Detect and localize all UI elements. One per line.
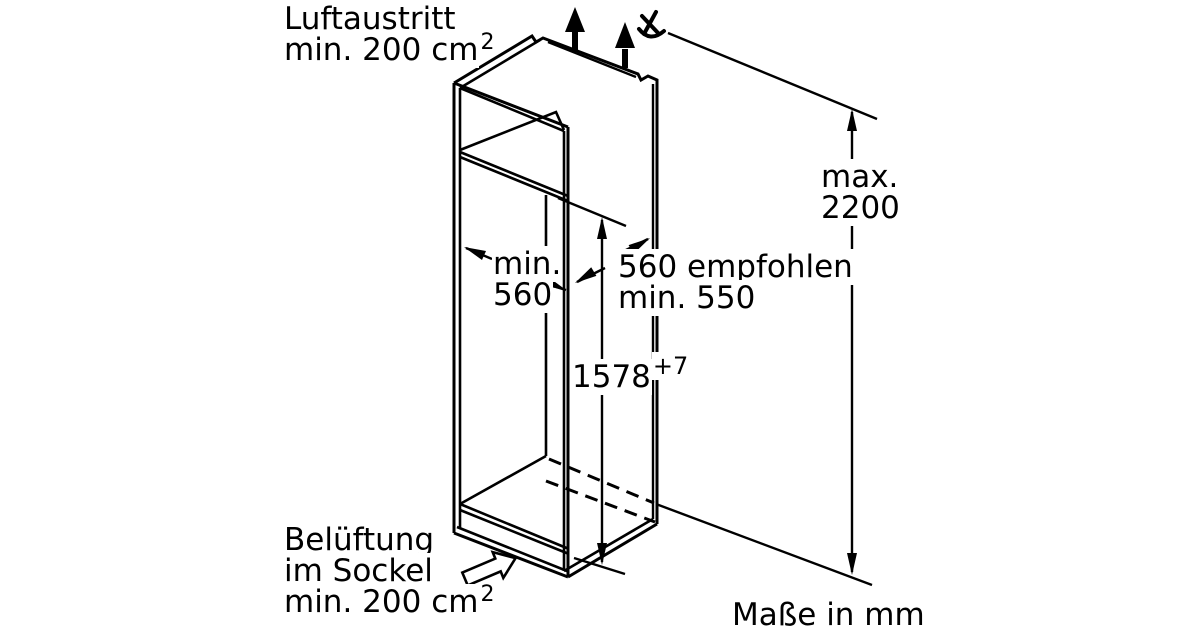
base-vent-line2: im Sockel bbox=[283, 553, 434, 589]
cabinet-interior bbox=[456, 38, 656, 573]
label-air-outlet: Luftaustritt min. 200 cm2 bbox=[283, 1, 496, 69]
niche-depth-line1: 560 empfohlen bbox=[617, 249, 854, 285]
air-outlet-line1: Luftaustritt bbox=[283, 1, 457, 37]
no-air-deflection-icon bbox=[637, 10, 666, 39]
air-up-arrow-right-icon bbox=[615, 22, 635, 68]
label-units-note: Maße in mm bbox=[731, 597, 926, 630]
label-niche-height: 1578+7 bbox=[571, 352, 690, 395]
niche-width-line2: 560 bbox=[492, 277, 554, 313]
units-note-text: Maße in mm bbox=[731, 597, 926, 630]
label-base-vent: Belüftung im Sockel min. 200 cm2 bbox=[283, 522, 496, 621]
base-vent-arrow-icon bbox=[460, 550, 518, 588]
air-up-arrow-left-icon bbox=[565, 7, 585, 52]
base-vent-sup: 2 bbox=[479, 582, 496, 607]
niche-width-line1: min. bbox=[492, 246, 563, 282]
niche-height-tolerance: +7 bbox=[651, 352, 690, 380]
max-height-line1: max. bbox=[820, 159, 900, 195]
air-outlet-line2: min. 200 cm bbox=[283, 32, 480, 68]
niche-height-value: 1578 bbox=[571, 359, 652, 395]
air-outlet-sup: 2 bbox=[479, 30, 496, 55]
base-vent-line3: min. 200 cm bbox=[283, 584, 480, 620]
label-max-height: max. 2200 bbox=[820, 159, 901, 226]
label-niche-depth: 560 empfohlen min. 550 bbox=[617, 249, 854, 316]
base-vent-line1: Belüftung bbox=[283, 522, 436, 558]
airflow-arrows bbox=[565, 7, 666, 68]
max-height-line2: 2200 bbox=[820, 190, 901, 226]
niche-depth-line2: min. 550 bbox=[617, 280, 757, 316]
label-niche-width: min. 560 bbox=[492, 246, 563, 313]
